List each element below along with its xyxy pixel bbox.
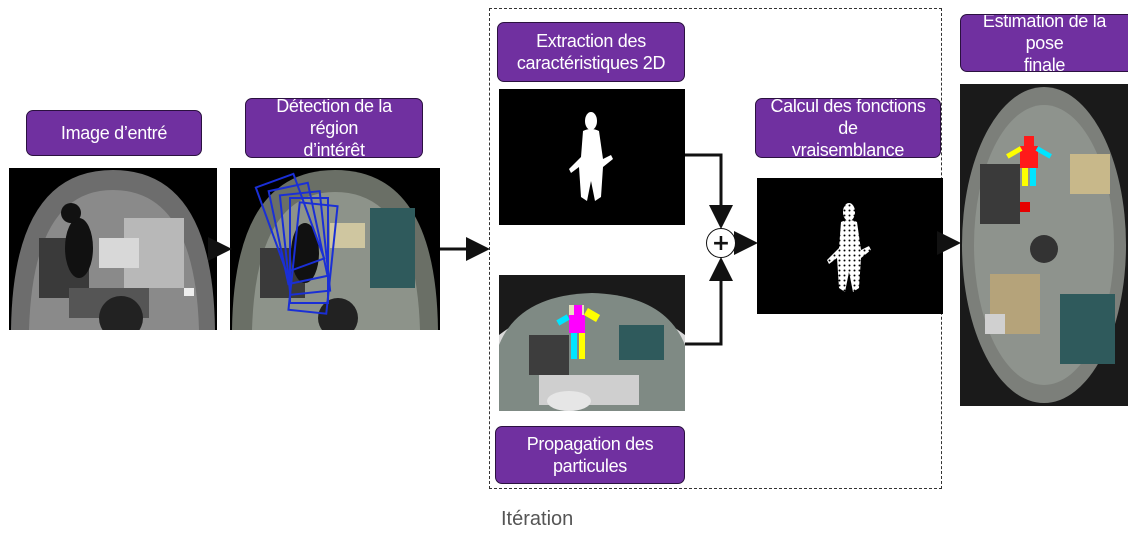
final-label-line2: finale xyxy=(1023,55,1066,72)
final-pose-label: Estimation de la pose finale xyxy=(960,14,1128,72)
final-label-line1: Estimation de la pose xyxy=(982,14,1107,53)
extract-label-line2: caractéristiques 2D xyxy=(516,53,666,73)
likelihood-label-line1: Calcul des fonctions de xyxy=(770,98,926,138)
input-image-label-text: Image d’entré xyxy=(60,123,168,143)
particle-propagation-image xyxy=(499,275,685,411)
roi-drawing xyxy=(230,168,440,330)
likelihood-label: Calcul des fonctions de vraisemblance xyxy=(755,98,941,158)
input-fisheye-drawing xyxy=(9,168,217,330)
roi-detection-label: Détection de la région d’intérêt xyxy=(245,98,423,158)
propagation-label-line2: particules xyxy=(552,456,628,476)
particle-propagation-label: Propagation des particules xyxy=(495,426,685,484)
roi-label-line2: d’intérêt xyxy=(303,140,365,158)
likelihood-image xyxy=(757,178,943,314)
combine-node: + xyxy=(706,228,736,258)
feature-extraction-label: Extraction des caractéristiques 2D xyxy=(497,22,685,82)
final-pose-image xyxy=(960,84,1128,406)
silhouette-image xyxy=(499,89,685,225)
input-image-label: Image d’entré xyxy=(26,110,202,156)
final-pose-drawing xyxy=(960,84,1128,406)
roi-detection-image xyxy=(230,168,440,330)
extract-label-line1: Extraction des xyxy=(536,31,646,51)
likelihood-drawing xyxy=(757,178,943,314)
roi-label-line1: Détection de la région xyxy=(276,98,392,138)
propagation-label-line1: Propagation des xyxy=(526,434,654,454)
likelihood-label-line2: vraisemblance xyxy=(791,140,905,158)
input-fisheye-image xyxy=(9,168,217,330)
particle-drawing xyxy=(499,275,685,411)
iteration-label: Itération xyxy=(501,508,574,530)
silhouette-drawing xyxy=(499,89,685,225)
